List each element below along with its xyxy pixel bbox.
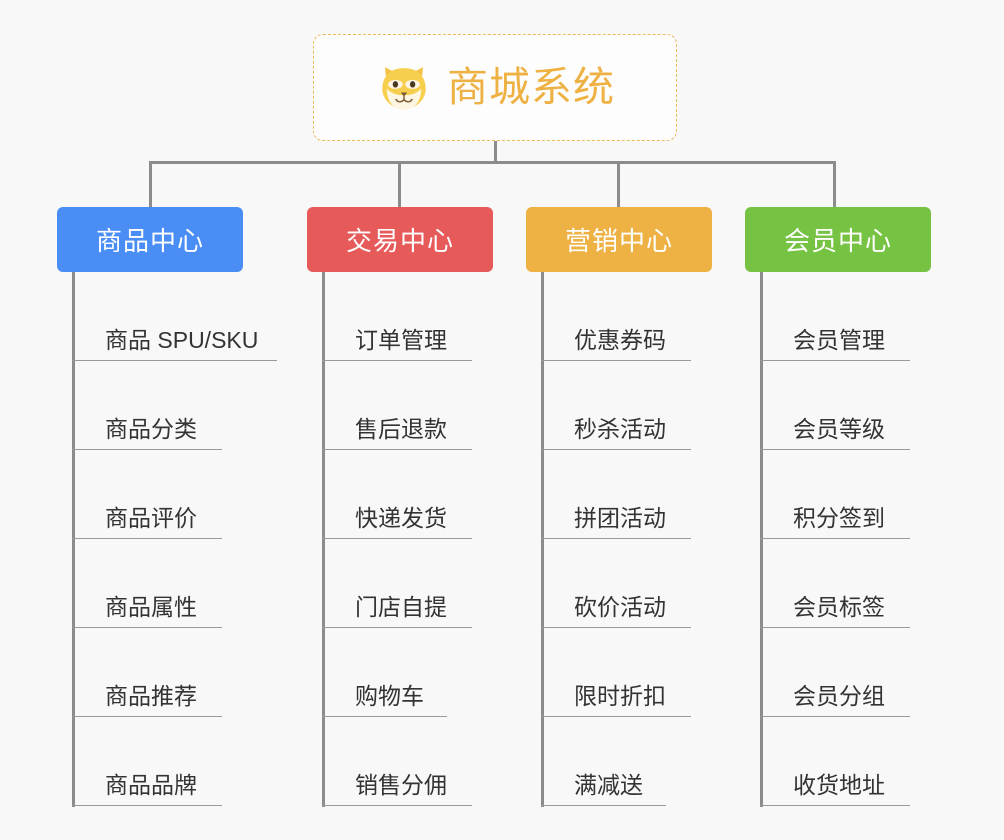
leaf-underline [72, 626, 222, 628]
branch-spine-3 [541, 272, 544, 807]
branch-header-2[interactable]: 交易中心 [307, 207, 493, 272]
leaf-list-3: 优惠券码 秒杀活动 拼团活动 砍价活动 限时折扣 满减送 [541, 272, 691, 806]
branch-spine-2 [322, 272, 325, 807]
leaf-underline [760, 359, 910, 361]
leaf-underline [541, 804, 666, 806]
list-item[interactable]: 商品 SPU/SKU [72, 272, 277, 361]
leaf-label: 会员分组 [793, 683, 885, 709]
leaf-underline [760, 804, 910, 806]
leaf-label: 门店自提 [355, 594, 447, 620]
leaf-underline [72, 715, 222, 717]
leaf-underline [322, 537, 472, 539]
leaf-underline [322, 715, 447, 717]
list-item[interactable]: 优惠券码 [541, 272, 691, 361]
leaf-underline [72, 448, 222, 450]
leaf-underline [72, 359, 277, 361]
leaf-underline [322, 448, 472, 450]
leaf-label: 商品评价 [105, 505, 197, 531]
root-title: 商城系统 [447, 64, 615, 110]
leaf-label: 秒杀活动 [574, 416, 666, 442]
shiba-dog-icon [375, 59, 433, 117]
connector-drop-4 [833, 161, 836, 207]
leaf-label: 商品属性 [105, 594, 197, 620]
list-item[interactable]: 商品分类 [72, 361, 258, 450]
list-item[interactable]: 销售分佣 [322, 717, 472, 806]
leaf-label: 收货地址 [793, 772, 885, 798]
leaf-underline [322, 359, 472, 361]
branch-header-3[interactable]: 营销中心 [526, 207, 712, 272]
connector-drop-1 [149, 161, 152, 207]
branch-spine-4 [760, 272, 763, 807]
list-item[interactable]: 订单管理 [322, 272, 472, 361]
list-item[interactable]: 砍价活动 [541, 539, 691, 628]
leaf-label: 砍价活动 [574, 594, 666, 620]
leaf-label: 会员标签 [793, 594, 885, 620]
leaf-underline [322, 626, 472, 628]
leaf-label: 订单管理 [355, 327, 447, 353]
connector-horizontal-bus [149, 161, 836, 164]
leaf-label: 会员管理 [793, 327, 885, 353]
list-item[interactable]: 积分签到 [760, 450, 910, 539]
list-item[interactable]: 满减送 [541, 717, 666, 806]
leaf-label: 拼团活动 [574, 505, 666, 531]
leaf-underline [541, 448, 691, 450]
connector-root-stem [494, 141, 497, 164]
list-item[interactable]: 商品品牌 [72, 717, 258, 806]
list-item[interactable]: 商品属性 [72, 539, 258, 628]
list-item[interactable]: 商品评价 [72, 450, 258, 539]
leaf-label: 限时折扣 [574, 683, 666, 709]
list-item[interactable]: 会员管理 [760, 272, 910, 361]
leaf-label: 快递发货 [355, 505, 447, 531]
leaf-label: 商品 SPU/SKU [105, 327, 259, 353]
leaf-underline [760, 626, 910, 628]
list-item[interactable]: 商品推荐 [72, 628, 258, 717]
root-node[interactable]: 商城系统 [313, 34, 677, 141]
branch-header-1[interactable]: 商品中心 [57, 207, 243, 272]
list-item[interactable]: 秒杀活动 [541, 361, 691, 450]
leaf-underline [760, 537, 910, 539]
leaf-label: 积分签到 [793, 505, 885, 531]
leaf-underline [541, 715, 691, 717]
list-item[interactable]: 收货地址 [760, 717, 910, 806]
leaf-label: 会员等级 [793, 416, 885, 442]
leaf-label: 销售分佣 [355, 772, 447, 798]
connector-drop-2 [398, 161, 401, 207]
leaf-list-2: 订单管理 售后退款 快递发货 门店自提 购物车 销售分佣 [322, 272, 472, 806]
list-item[interactable]: 拼团活动 [541, 450, 691, 539]
leaf-underline [541, 537, 691, 539]
list-item[interactable]: 门店自提 [322, 539, 472, 628]
leaf-list-1: 商品 SPU/SKU 商品分类 商品评价 商品属性 商品推荐 商品品牌 [72, 272, 277, 806]
branch-spine-1 [72, 272, 75, 807]
leaf-underline [760, 715, 910, 717]
leaf-underline [541, 626, 691, 628]
list-item[interactable]: 会员标签 [760, 539, 910, 628]
list-item[interactable]: 限时折扣 [541, 628, 691, 717]
leaf-label: 优惠券码 [574, 327, 666, 353]
leaf-label: 售后退款 [355, 416, 447, 442]
leaf-underline [72, 804, 222, 806]
leaf-label: 购物车 [355, 683, 424, 709]
leaf-underline [541, 359, 691, 361]
list-item[interactable]: 售后退款 [322, 361, 472, 450]
leaf-underline [72, 537, 222, 539]
leaf-underline [760, 448, 910, 450]
list-item[interactable]: 会员等级 [760, 361, 910, 450]
list-item[interactable]: 购物车 [322, 628, 447, 717]
leaf-label: 商品推荐 [105, 683, 197, 709]
leaf-list-4: 会员管理 会员等级 积分签到 会员标签 会员分组 收货地址 [760, 272, 910, 806]
leaf-label: 满减送 [574, 772, 643, 798]
leaf-underline [322, 804, 472, 806]
leaf-label: 商品品牌 [105, 772, 197, 798]
list-item[interactable]: 会员分组 [760, 628, 910, 717]
list-item[interactable]: 快递发货 [322, 450, 472, 539]
branch-header-4[interactable]: 会员中心 [745, 207, 931, 272]
leaf-label: 商品分类 [105, 416, 197, 442]
connector-drop-3 [617, 161, 620, 207]
